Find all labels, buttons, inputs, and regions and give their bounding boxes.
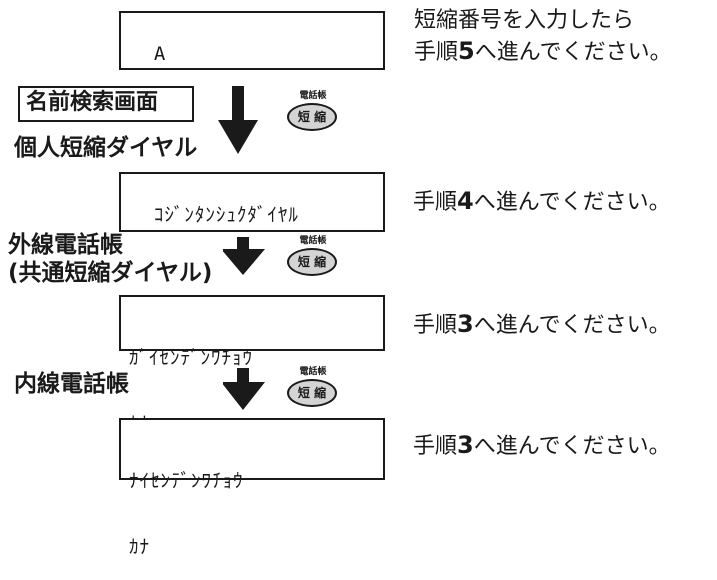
down-arrow-icon — [223, 368, 265, 410]
speed-dial-key[interactable]: 電話帳 短 縮 — [283, 236, 343, 276]
lcd-display-1: A — [119, 11, 385, 70]
speed-dial-key[interactable]: 電話帳 短 縮 — [283, 91, 343, 131]
speed-dial-key[interactable]: 電話帳 短 縮 — [283, 367, 343, 407]
personal-speed-dial-label: 個人短縮ダイヤル — [14, 135, 198, 161]
step-number: 4 — [457, 187, 474, 215]
lcd-line: A — [153, 43, 167, 65]
instruction-4: 手順3へ進んでください。 — [413, 431, 671, 459]
down-arrow-icon — [223, 237, 265, 275]
lcd-line: ｶﾞｲｾﾝﾃﾞﾝﾜﾁｮｳ — [129, 347, 254, 369]
instruction-line: 短縮番号を入力したら — [414, 8, 635, 33]
down-arrow-icon — [218, 86, 258, 154]
instruction-1: 短縮番号を入力したら 手順5へ進んでください。 — [414, 6, 672, 68]
label-line: (共通短縮ダイヤル) — [8, 260, 213, 286]
key-caption: 電話帳 — [299, 236, 327, 246]
lcd-line: ｶﾅ — [129, 536, 151, 558]
lcd-display-2: ｺｼﾞﾝﾀﾝｼｭｸﾀﾞｲﾔﾙ — [119, 172, 385, 232]
step-number: 3 — [457, 310, 474, 338]
key-label: 短 縮 — [287, 103, 337, 131]
instruction-line: 手順5へ進んでください。 — [414, 37, 672, 65]
lcd-display-4: ﾅｲｾﾝﾃﾞﾝﾜﾁｮｳ ｶﾅ — [119, 418, 385, 558]
internal-phonebook-label: 内線電話帳 — [14, 371, 129, 397]
external-phonebook-label: 外線電話帳 (共通短縮ダイヤル) — [8, 231, 212, 287]
instruction-3: 手順3へ進んでください。 — [413, 310, 671, 338]
lcd-line: ｺｼﾞﾝﾀﾝｼｭｸﾀﾞｲﾔﾙ — [153, 204, 299, 226]
key-label: 短 縮 — [287, 379, 337, 407]
label-line: 外線電話帳 — [8, 232, 123, 258]
key-caption: 電話帳 — [299, 91, 327, 101]
key-label: 短 縮 — [287, 248, 337, 276]
name-search-screen-label: 名前検索画面 — [18, 86, 194, 122]
step-number: 5 — [458, 37, 475, 65]
step-number: 3 — [457, 431, 474, 459]
lcd-line: ﾅｲｾﾝﾃﾞﾝﾜﾁｮｳ — [129, 470, 244, 492]
lcd-display-3: ｶﾞｲｾﾝﾃﾞﾝﾜﾁｮｳ ｶﾅ — [119, 295, 385, 435]
key-caption: 電話帳 — [299, 367, 327, 377]
instruction-2: 手順4へ進んでください。 — [413, 187, 671, 215]
